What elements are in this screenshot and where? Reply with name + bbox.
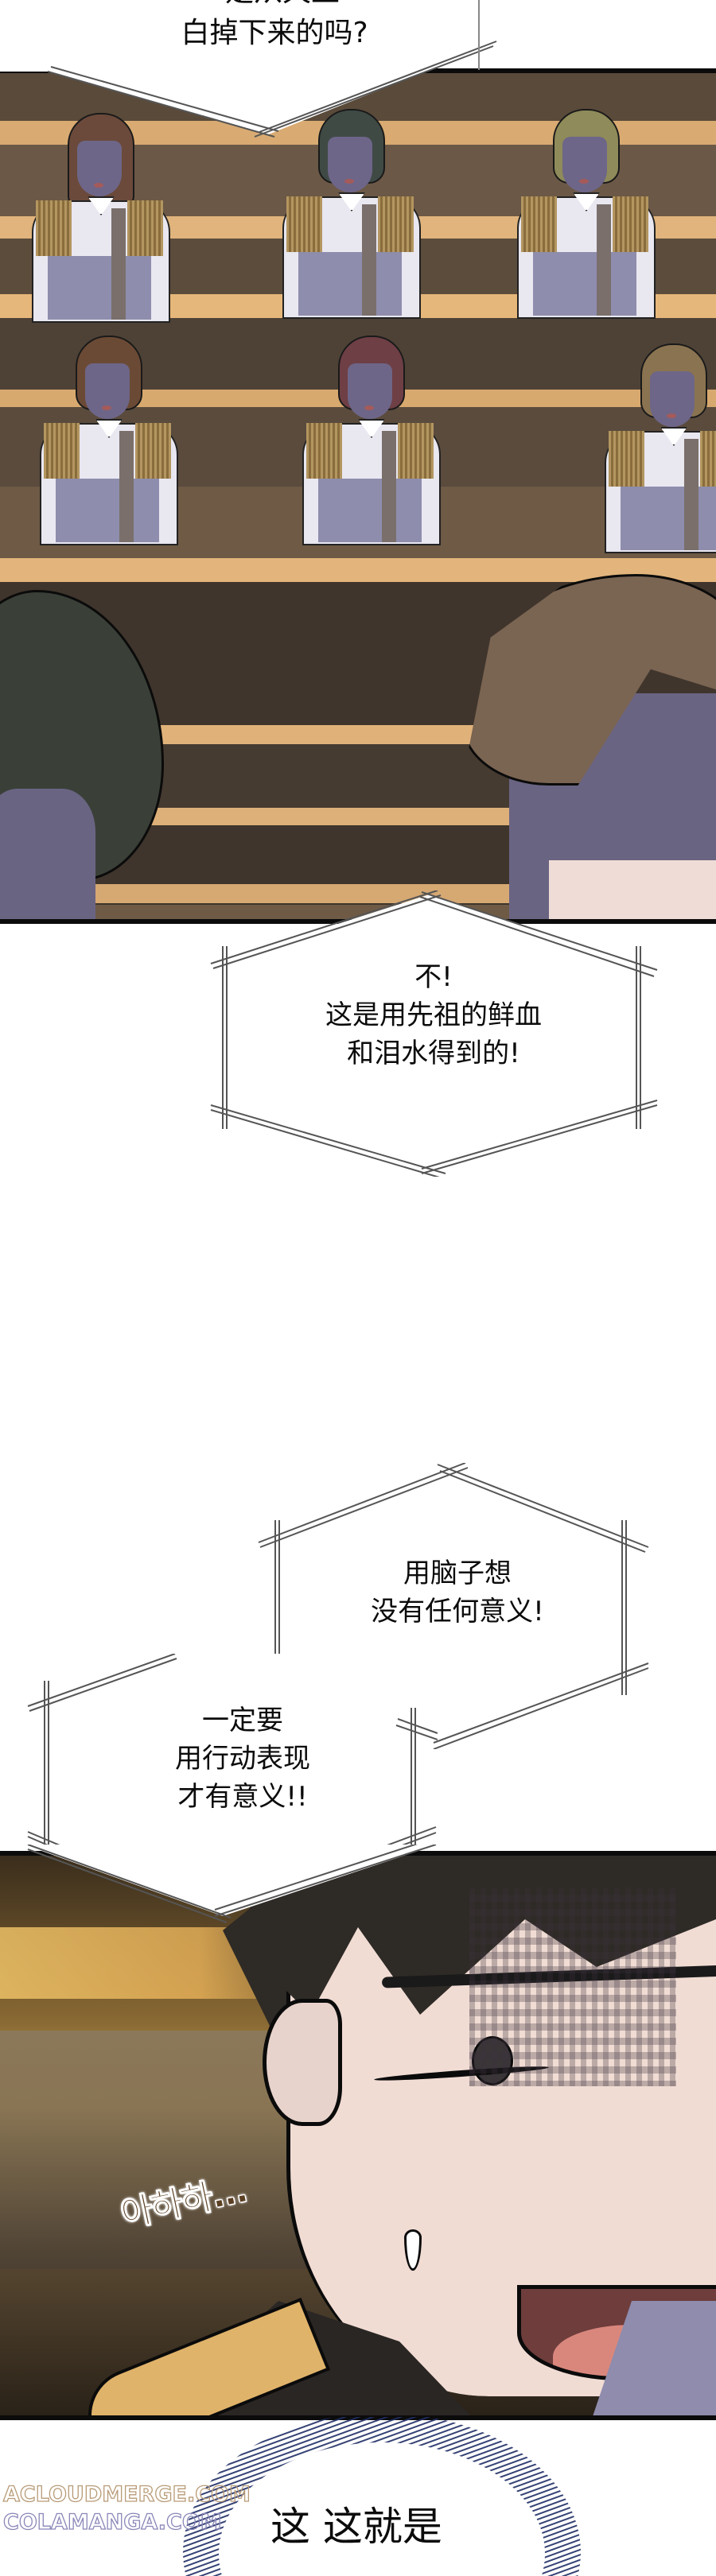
student-brown-short-hair <box>40 336 178 545</box>
student-brown-hair-girl <box>32 113 170 323</box>
panel-classroom <box>0 68 716 924</box>
qr-watermark <box>469 1887 676 2086</box>
student-maroon-hair <box>302 336 441 545</box>
speech-text-action: 一定要 用行动表现 才有意义!! <box>175 1705 310 1813</box>
speech-bubble-action-overlay <box>24 1845 438 1923</box>
student-tan-hair <box>605 343 716 553</box>
speech-bubble-top-tail <box>0 0 716 138</box>
panel-closeup: 아하하... <box>0 1851 716 2420</box>
speech-text-bottom: 这 这就是 <box>270 2504 442 2550</box>
character-ear <box>263 1999 342 2126</box>
speech-text-brain: 用脑子想 没有任何意义! <box>371 1558 544 1627</box>
eye <box>472 2036 513 2085</box>
speech-burst-bottom <box>183 2417 581 2576</box>
watermark-acloudmerge: ACLOUDMERGE.COM <box>2 2481 251 2507</box>
student-dark-green-hair <box>282 109 421 319</box>
foreground-character-right-skin <box>549 860 716 919</box>
watermark-colamanga: COLAMANGA.COM <box>2 2509 222 2535</box>
sweat-drop-icon <box>404 2229 422 2271</box>
speech-text-top: 白掉下来的吗? <box>181 17 368 49</box>
speech-text-top-cut-line: 是从天上 <box>203 0 362 8</box>
foreground-character-left-face <box>0 789 95 919</box>
speech-text-ancestors: 不! 这是用先祖的鲜血 和泪水得到的! <box>325 961 542 1069</box>
student-blonde-hair <box>517 109 656 319</box>
speech-bubble-ancestors <box>210 890 658 1177</box>
